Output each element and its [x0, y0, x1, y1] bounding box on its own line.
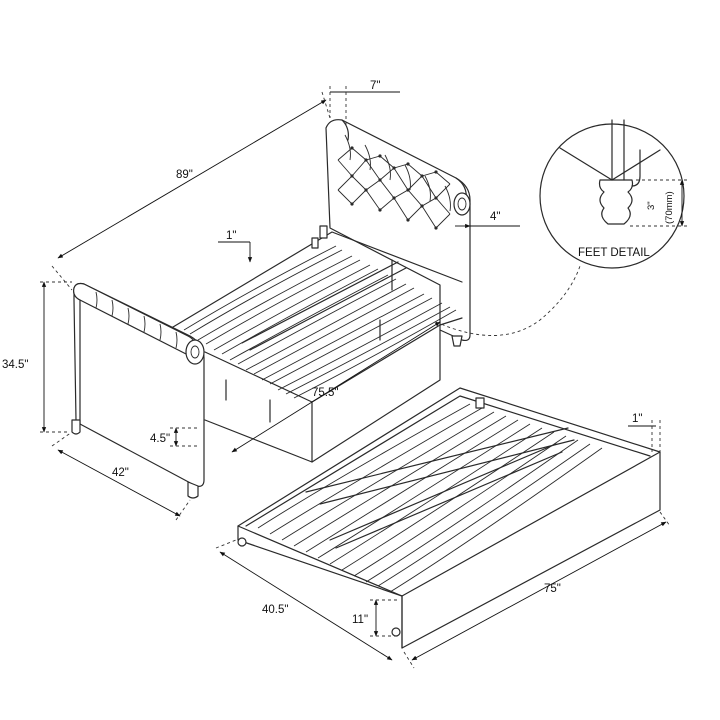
label-overall-width: 42"	[112, 467, 129, 479]
dim-headboard-depth: 7"	[329, 80, 400, 128]
dim-overall-width: 42"	[51, 431, 191, 521]
label-overall-length: 89"	[176, 169, 193, 181]
dim-trundle-rail: 1"	[628, 413, 661, 452]
label-rail-height: 1"	[226, 230, 236, 242]
foot-detail-illustration: 3" (70mm) FEET DETAIL	[435, 119, 688, 336]
feet-detail-title: FEET DETAIL	[578, 247, 650, 259]
label-trundle-rail: 1"	[632, 413, 642, 425]
label-overall-height: 34.5"	[2, 359, 28, 371]
label-leg-height: 4.5"	[150, 433, 170, 445]
label-foot-height-mm: (70mm)	[664, 191, 675, 224]
dim-trundle-length: 75"	[403, 511, 671, 669]
dim-leg-height: 4.5"	[150, 427, 200, 447]
dim-inner-length: 75.5"	[231, 321, 441, 453]
dim-overall-length: 89"	[51, 91, 331, 291]
label-arm-diameter: 4"	[490, 211, 500, 223]
label-foot-height-in: 3"	[646, 201, 657, 210]
dim-arm-diameter: 4"	[455, 211, 520, 229]
dim-trundle-height: 11"	[352, 599, 400, 637]
dim-overall-height: 34.5"	[2, 281, 72, 433]
label-trundle-length: 75"	[544, 583, 561, 595]
trundle-illustration: 1" 75" 40.5" 11"	[215, 387, 671, 669]
label-inner-length: 75.5"	[312, 387, 338, 399]
label-headboard-depth: 7"	[370, 80, 380, 92]
label-trundle-height: 11"	[352, 614, 368, 626]
daybed-frame-illustration: 89" 7" 4" 1" 34.5" 75.5"	[2, 80, 520, 521]
front-arm-panel	[71, 282, 205, 499]
headboard-panel	[325, 119, 471, 347]
label-trundle-width: 40.5"	[262, 604, 288, 616]
dim-rail-height: 1"	[218, 230, 253, 263]
dim-trundle-width: 40.5"	[215, 539, 393, 661]
